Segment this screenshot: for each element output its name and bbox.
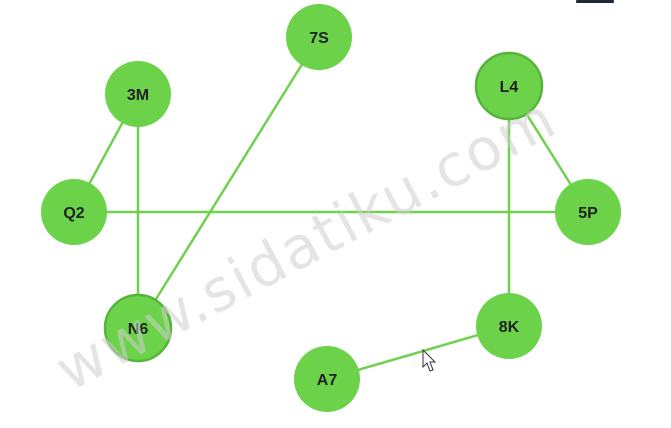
node-a7: A7	[294, 346, 360, 412]
node-7s: 7S	[286, 4, 352, 70]
node-circle	[105, 61, 171, 127]
node-circle	[41, 179, 107, 245]
node-3m: 3M	[105, 61, 171, 127]
node-label: L4	[500, 79, 519, 96]
node-label: 7S	[309, 30, 329, 47]
node-label: 3M	[127, 87, 149, 104]
node-label: 8K	[499, 319, 520, 336]
node-circle	[103, 293, 173, 363]
node-q2: Q2	[41, 179, 107, 245]
node-label: 5P	[578, 205, 598, 222]
node-circle	[294, 346, 360, 412]
node-circle	[286, 4, 352, 70]
node-circle	[476, 293, 542, 359]
node-circle	[474, 51, 544, 121]
node-circle	[555, 179, 621, 245]
node-label: Q2	[63, 205, 84, 222]
node-l4: L4	[474, 51, 544, 121]
node-label: A7	[317, 372, 338, 389]
node-5p: 5P	[555, 179, 621, 245]
node-label: N6	[128, 321, 149, 338]
edge-7s-n6	[136, 35, 321, 330]
node-8k: 8K	[476, 293, 542, 359]
mouse-cursor-icon	[422, 348, 437, 372]
node-n6: N6	[103, 293, 173, 363]
corner-mark	[576, 0, 614, 3]
